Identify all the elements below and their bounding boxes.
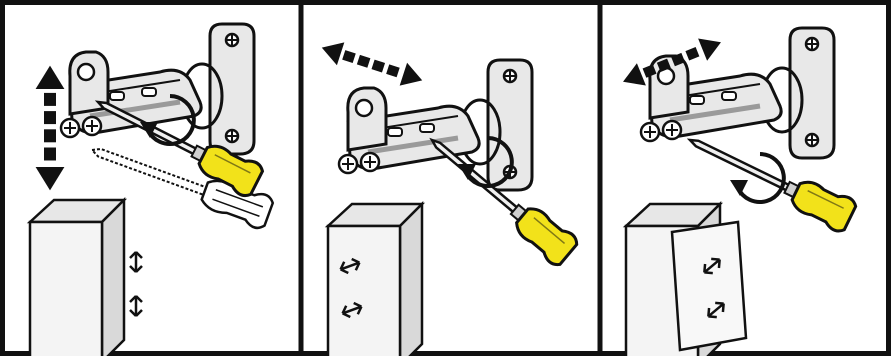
cabinet-door-illustration [328,204,422,356]
cabinet-door-illustration [626,204,746,356]
cabinet-door-illustration [30,200,142,356]
